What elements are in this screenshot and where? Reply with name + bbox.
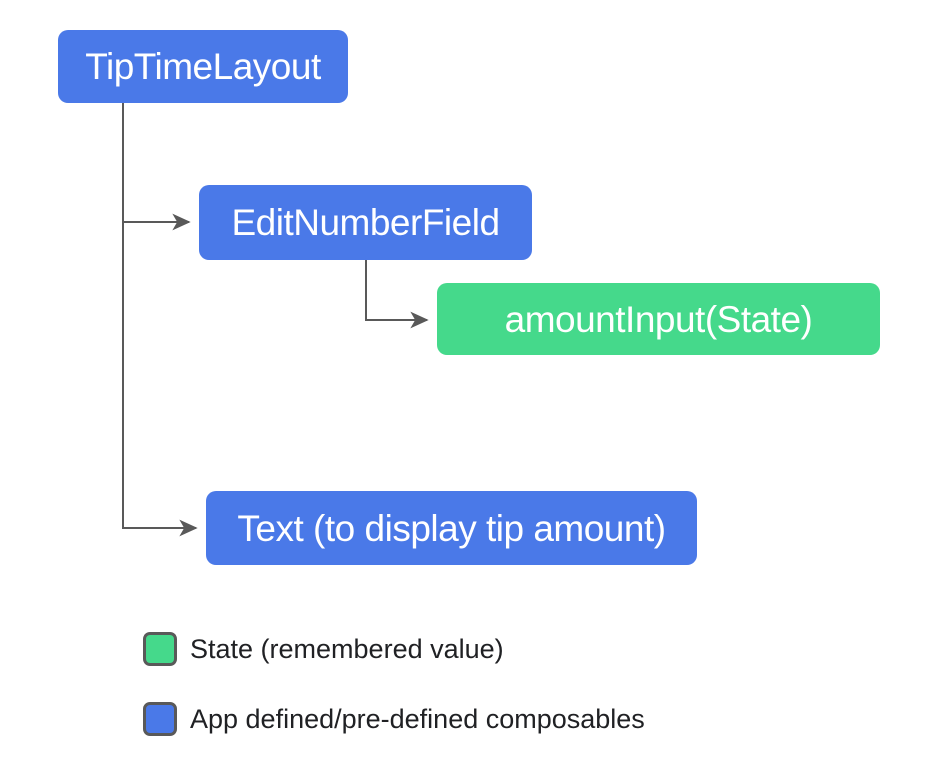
node-text-composable: Text (to display tip amount) — [206, 491, 697, 565]
legend-item-state: State (remembered value) — [143, 632, 504, 666]
node-text-composable-label: Text (to display tip amount) — [237, 507, 666, 549]
edge-tiptimelayout-to-text — [122, 103, 198, 537]
state-color-swatch — [143, 632, 177, 666]
node-tiptimelayout-label: TipTimeLayout — [85, 46, 321, 87]
legend-item-composables: App defined/pre-defined composables — [143, 702, 645, 736]
edge-editnumberfield-to-amountinput — [365, 260, 429, 329]
legend-state-label: State (remembered value) — [190, 634, 504, 664]
node-tiptimelayout: TipTimeLayout — [58, 30, 348, 103]
node-amountinput-state: amountInput(State) — [437, 283, 880, 355]
composables-color-swatch — [143, 702, 177, 736]
node-amountinput-state-label: amountInput(State) — [504, 298, 813, 340]
node-editnumberfield: EditNumberField — [199, 185, 532, 260]
node-editnumberfield-label: EditNumberField — [231, 202, 500, 243]
legend-composables-label: App defined/pre-defined composables — [190, 704, 645, 734]
